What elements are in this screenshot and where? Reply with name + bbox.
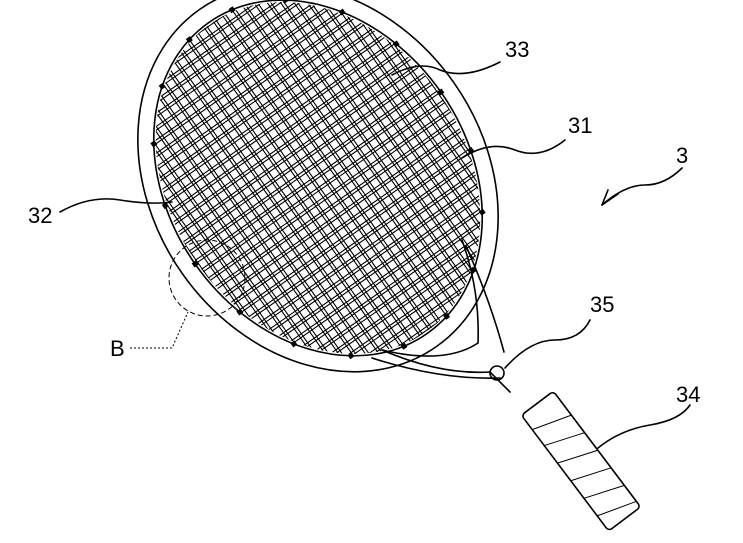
cross-string	[233, 149, 488, 328]
bumper-ring	[489, 365, 505, 381]
arrow-3-head	[601, 189, 619, 206]
label-b: B	[110, 336, 125, 361]
cross-string	[127, 0, 383, 178]
grommet	[228, 6, 236, 14]
grommet	[281, 0, 289, 4]
cross-string	[178, 70, 433, 250]
cross-string	[190, 88, 446, 268]
arrow-3	[601, 167, 683, 206]
cross-string	[170, 59, 425, 238]
cross-string	[125, 0, 381, 175]
leader-b	[130, 311, 189, 349]
cross-string	[171, 61, 427, 241]
cross-string	[195, 95, 450, 274]
label-3: 3	[676, 143, 688, 168]
cross-string	[151, 32, 406, 211]
cross-string	[260, 187, 515, 367]
grommet	[185, 36, 193, 44]
cross-string	[245, 167, 501, 346]
cross-string	[163, 50, 419, 229]
label-33: 33	[505, 37, 529, 62]
cross-string	[203, 106, 458, 286]
cross-string	[152, 34, 408, 214]
cross-string	[115, 0, 370, 160]
cross-string	[266, 196, 521, 376]
cross-string	[182, 77, 438, 256]
grommet	[338, 8, 346, 16]
cross-string	[159, 43, 414, 223]
cross-string	[146, 25, 402, 205]
cross-string	[253, 178, 509, 358]
grommet	[443, 312, 451, 320]
grommet	[191, 260, 199, 268]
cross-string	[258, 185, 513, 365]
cross-string	[252, 176, 507, 356]
cross-string	[264, 194, 520, 374]
grommet	[478, 208, 486, 216]
label-35: 35	[590, 292, 614, 317]
grommets	[150, 0, 486, 360]
racket-throat	[371, 239, 511, 393]
cross-string	[241, 160, 496, 340]
cross-string	[140, 16, 395, 196]
grommet	[347, 352, 355, 360]
cross-string	[226, 140, 482, 319]
cross-string	[207, 113, 463, 292]
cross-string	[157, 41, 413, 220]
grommet	[150, 140, 158, 148]
leader-32	[59, 198, 173, 213]
label-31: 31	[568, 113, 592, 138]
cross-string	[209, 115, 465, 295]
frame-outer	[137, 0, 499, 373]
grommet	[236, 308, 244, 316]
cross-string	[132, 5, 387, 184]
cross-string	[138, 14, 394, 193]
cross-string	[184, 79, 439, 259]
detail-circle-b	[168, 239, 246, 317]
cross-string	[239, 158, 495, 337]
cross-string	[220, 131, 476, 310]
label-32: 32	[28, 203, 52, 228]
cross-string	[228, 142, 484, 322]
cross-string	[176, 68, 431, 247]
cross-string	[234, 151, 490, 331]
cross-string	[215, 124, 471, 304]
cross-string	[144, 23, 400, 202]
cross-string	[121, 0, 376, 169]
cross-string	[119, 0, 375, 166]
leader-33	[391, 61, 501, 76]
grip	[522, 391, 640, 531]
cross-string	[188, 86, 444, 265]
label-34: 34	[676, 382, 700, 407]
grommet	[290, 340, 298, 348]
grommet	[400, 342, 408, 350]
racket-head	[88, 0, 548, 417]
leader-31	[461, 139, 566, 159]
leader-34	[597, 404, 691, 449]
cross-string	[222, 133, 477, 313]
grommet	[158, 82, 166, 90]
grommet	[161, 202, 169, 210]
cross-string	[197, 97, 452, 277]
cross-string	[214, 122, 469, 301]
cross-string	[247, 169, 503, 349]
cross-string	[201, 104, 457, 283]
grommet	[392, 40, 400, 48]
grommet	[437, 88, 445, 96]
cross-string	[165, 52, 421, 232]
leader-35	[504, 319, 591, 369]
cross-string	[133, 7, 389, 187]
